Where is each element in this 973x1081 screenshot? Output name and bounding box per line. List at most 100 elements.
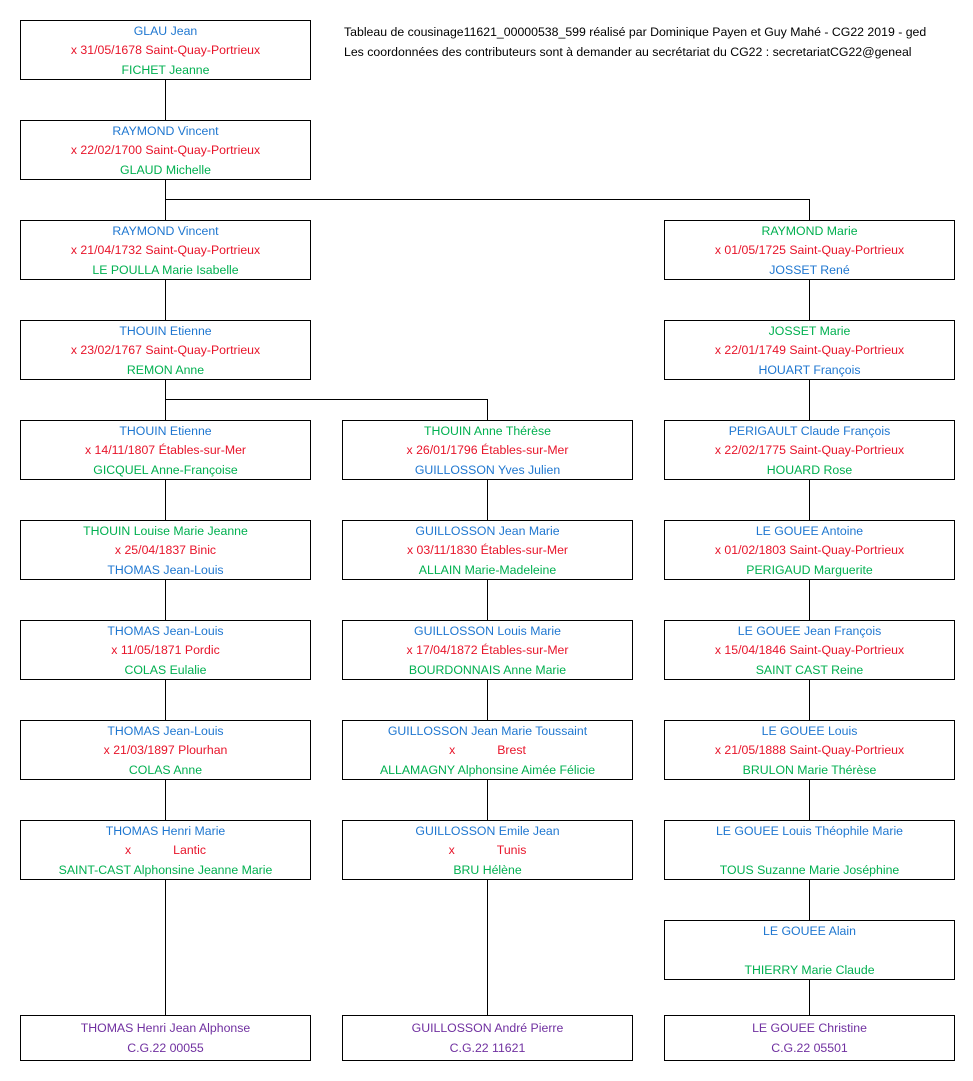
family-box[interactable]: LE GOUEE Jean François x 15/04/1846 Saint… [664,620,955,680]
family-box-line-1: THOUIN Anne Thérèse [424,424,551,438]
connector-descent [808,280,810,320]
family-box-line-2: C.G.22 00055 [127,1041,204,1055]
union-place: Brest [497,743,526,758]
connector-descent [486,680,488,720]
header-line-1: Tableau de cousinage11621_00000538_599 r… [344,25,927,39]
family-box[interactable]: GLAU Jean x 31/05/1678 Saint-Quay-Portrie… [20,20,311,80]
family-box-line-3: JOSSET René [769,262,850,277]
family-box-line-2: x 22/02/1775 Saint-Quay-Portrieux [714,443,905,458]
family-box-line-2: x 11/05/1871 Pordic [111,643,220,658]
connector-descent [808,580,810,620]
family-box-line-1: THOUIN Etienne [119,424,212,438]
family-box[interactable]: LE GOUEE Louis x 21/05/1888 Saint-Quay-Po… [664,720,955,780]
union-marker: x [125,843,132,858]
connector-descent [486,880,488,1015]
family-box-line-3: REMON Anne [126,362,205,377]
family-box-line-1: LE GOUEE Louis [761,724,858,738]
family-box-line-1: GLAU Jean [133,24,198,38]
family-box-line-2: x 01/02/1803 Saint-Quay-Portrieux [714,543,905,558]
family-box-line-2: x 25/04/1837 Binic [114,543,217,558]
family-box-line-2: x 21/04/1732 Saint-Quay-Portrieux [70,243,261,258]
family-box-line-3: LE POULLA Marie Isabelle [92,262,239,277]
union-marker: x [448,843,455,858]
family-box-line-2: x 15/04/1846 Saint-Quay-Portrieux [714,643,905,658]
family-box[interactable]: RAYMOND Marie x 01/05/1725 Saint-Quay-Por… [664,220,955,280]
family-box-line-3: BRULON Marie Thérèse [742,762,877,777]
connector-descent [486,580,488,620]
connector-descent [808,200,810,220]
union-place: Tunis [496,843,527,858]
connector-descent [486,780,488,820]
family-box[interactable]: LE GOUEE Antoine x 01/02/1803 Saint-Quay-… [664,520,955,580]
chart-header-note: Tableau de cousinage11621_00000538_599 r… [344,22,973,62]
family-box-line-1: RAYMOND Vincent [112,124,219,138]
connector-descent [164,180,166,220]
family-box-line-1: PERIGAULT Claude François [728,424,891,438]
family-box-line-2: x 21/03/1897 Plourhan [103,743,228,758]
family-box-line-3: THIERRY Marie Claude [744,962,875,977]
family-box-line-2 [665,940,954,959]
connector-descent [164,680,166,720]
family-box-line-1: THOUIN Louise Marie Jeanne [83,524,248,538]
family-box-line-2: x Tunis [343,840,632,859]
family-box-line-3: BRU Hélène [453,862,522,877]
family-box-line-1: LE GOUEE Antoine [755,524,864,538]
connector-descent [164,880,166,1015]
family-box-line-2: x 03/11/1830 Étables-sur-Mer [406,543,569,558]
union-place: Lantic [173,843,206,858]
family-box-line-1: LE GOUEE Jean François [737,624,882,638]
family-box-line-2: x 01/05/1725 Saint-Quay-Portrieux [714,243,905,258]
family-box-line-1: THOMAS Jean-Louis [107,624,224,638]
family-box[interactable]: RAYMOND Vincent x 22/02/1700 Saint-Quay-P… [20,120,311,180]
family-box-line-3: SAINT-CAST Alphonsine Jeanne Marie [58,862,273,877]
family-box[interactable]: PERIGAULT Claude François x 22/02/1775 Sa… [664,420,955,480]
family-box-line-3: PERIGAUD Marguerite [746,562,873,577]
family-box-line-1: THOMAS Jean-Louis [107,724,224,738]
connector-descent [164,580,166,620]
family-box-line-3: HOUARD Rose [766,462,853,477]
family-box-line-3: COLAS Anne [128,762,203,777]
family-box-line-3: GLAUD Michelle [120,162,211,177]
family-box-line-2: x 23/02/1767 Saint-Quay-Portrieux [70,343,261,358]
connector-descent [486,480,488,520]
connector-sibling-branch [165,199,810,201]
family-box-line-2: C.G.22 11621 [449,1041,526,1055]
connector-descent [808,480,810,520]
family-box-line-2: x Lantic [21,840,310,859]
family-box-line-2: x 21/05/1888 Saint-Quay-Portrieux [714,743,905,758]
family-box[interactable]: THOUIN Louise Marie Jeanne x 25/04/1837 B… [20,520,311,580]
family-box-line-1: RAYMOND Marie [761,224,858,238]
union-marker: x [449,743,456,758]
family-box-line-1: THOMAS Henri Jean Alphonse [80,1021,251,1035]
family-box-line-3: GICQUEL Anne-Françoise [93,462,238,477]
family-box-line-3: HOUART François [758,362,861,377]
family-box-line-2: C.G.22 05501 [771,1041,848,1055]
family-box-line-2: x 31/05/1678 Saint-Quay-Portrieux [70,43,261,58]
family-box-line-1: GUILLOSSON Emile Jean [415,824,560,838]
connector-sibling-branch [165,399,488,401]
connector-descent [808,680,810,720]
family-box-line-1: LE GOUEE Christine [752,1021,867,1035]
connector-descent [164,480,166,520]
family-box-line-2: x 17/04/1872 Étables-sur-Mer [406,643,569,658]
family-box-line-2: x 22/02/1700 Saint-Quay-Portrieux [70,143,261,158]
family-box-line-3: GUILLOSSON Yves Julien [414,462,561,477]
family-box-line-1: LE GOUEE Louis Théophile Marie [715,824,904,838]
